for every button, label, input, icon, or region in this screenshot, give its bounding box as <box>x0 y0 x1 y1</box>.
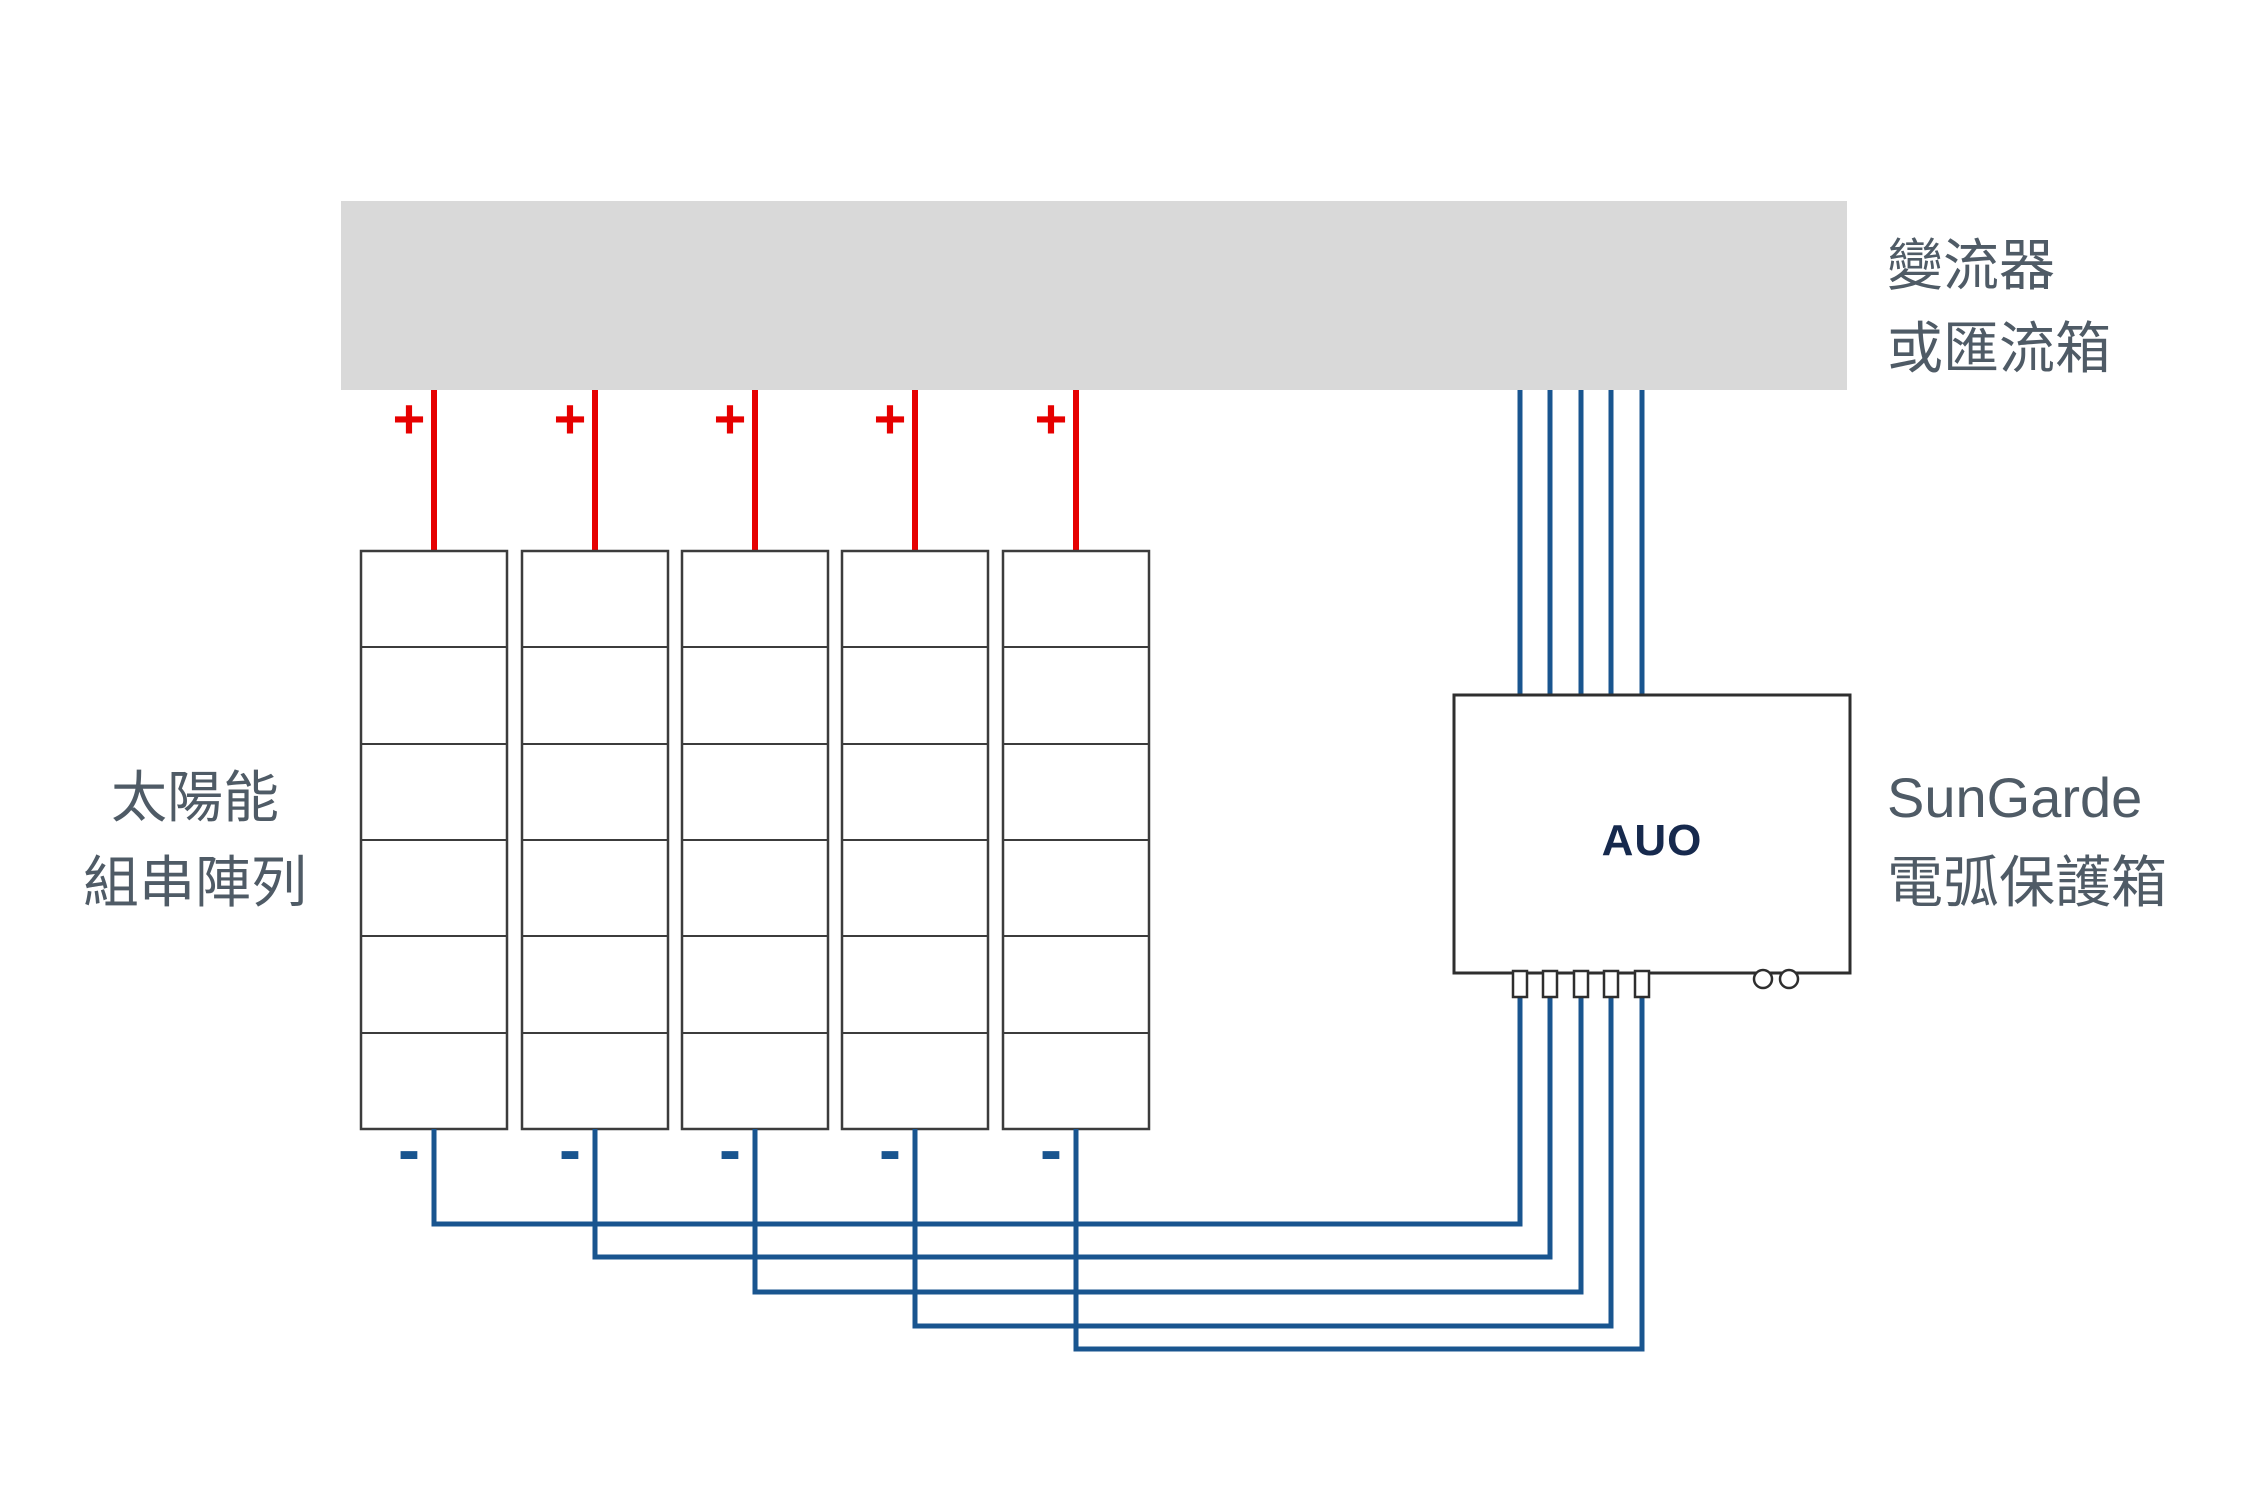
negative-wire-1 <box>431 990 1523 1227</box>
negative-wire-4 <box>912 990 1614 1329</box>
input-connector-3 <box>1572 969 1590 999</box>
minus-label-4: - <box>879 1112 901 1186</box>
pv-cell-dividers <box>1003 646 1149 1034</box>
minus-label-3: - <box>719 1112 741 1186</box>
plus-label-1: + <box>393 387 426 450</box>
input-connector-1 <box>1511 969 1529 999</box>
device-label-line1: SunGarde <box>1887 766 2142 829</box>
minus-label-1: - <box>398 1112 420 1186</box>
negative-wire-5 <box>1073 990 1645 1352</box>
pv-string-array <box>359 549 1151 1131</box>
device-label-line2: 電弧保護箱 <box>1887 851 2167 914</box>
input-connector-2 <box>1541 969 1559 999</box>
inverter-bus-bar <box>341 201 1847 390</box>
plus-label-4: + <box>874 387 907 450</box>
cable-gland-1 <box>1752 968 1774 990</box>
pv-string-4 <box>840 549 990 1131</box>
input-connector-4 <box>1602 969 1620 999</box>
negative-wire-2 <box>592 990 1553 1260</box>
pv-cell-dividers <box>522 646 668 1034</box>
plus-label-3: + <box>714 387 747 450</box>
pv-string-2 <box>520 549 670 1131</box>
pv-cell-dividers <box>361 646 507 1034</box>
pv-cell-dividers <box>842 646 988 1034</box>
auo-logo: AUO <box>1602 816 1703 865</box>
array-label-line1: 太陽能 <box>111 766 279 829</box>
pv-cell-dividers <box>682 646 828 1034</box>
cable-gland-2 <box>1778 968 1800 990</box>
plus-label-5: + <box>1035 387 1068 450</box>
minus-label-2: - <box>559 1112 581 1186</box>
pv-string-1 <box>359 549 509 1131</box>
minus-label-5: - <box>1040 1112 1062 1186</box>
pv-string-3 <box>680 549 830 1131</box>
array-label-line2: 組串陣列 <box>83 851 307 914</box>
negative-wire-3 <box>752 990 1584 1295</box>
input-connector-5 <box>1633 969 1651 999</box>
plus-label-2: + <box>554 387 587 450</box>
pv-string-5 <box>1001 549 1151 1131</box>
bus-label-line2: 或匯流箱 <box>1887 317 2111 380</box>
bus-label-line1: 變流器 <box>1887 234 2055 297</box>
arc-protection-box <box>1452 693 1852 975</box>
